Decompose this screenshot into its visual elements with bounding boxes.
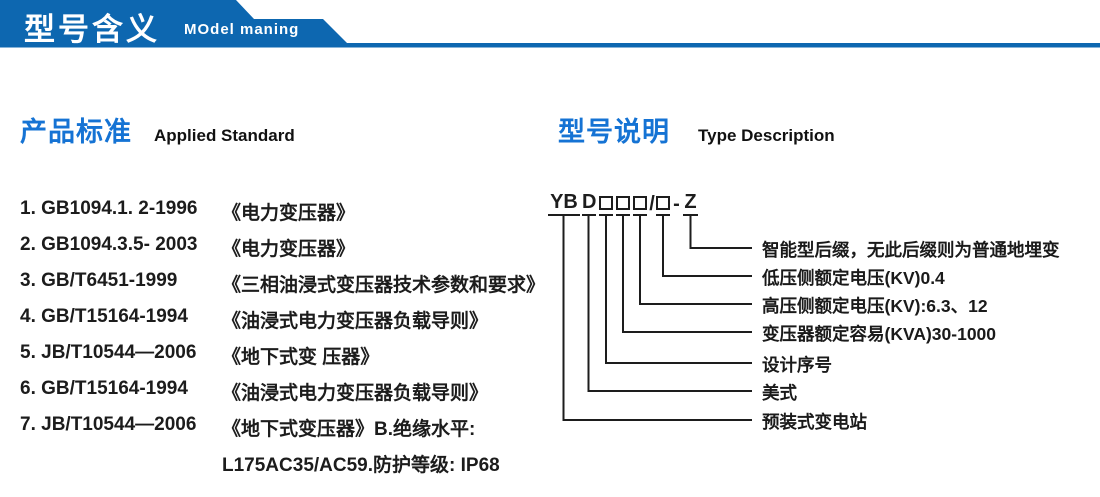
placeholder-box-icon (599, 196, 613, 210)
standard-title-continuation: L175AC35/AC59.防护等级: IP68 (222, 455, 500, 476)
code-dash-text: - (673, 193, 680, 215)
standards-heading-zh: 产品标准 (20, 117, 132, 147)
code-prefix-text: YB (550, 191, 578, 213)
standard-title: 《油浸式电力变压器负载导则》 (222, 311, 489, 332)
code-label-american: 美式 (762, 383, 797, 403)
banner-subtitle: MOdel maning (184, 21, 300, 38)
standard-title: 《电力变压器》 (222, 239, 356, 260)
code-label-lv-voltage: 低压侧额定电压(KV)0.4 (762, 268, 945, 288)
code-slash: / (647, 191, 657, 216)
code-label-hv-voltage: 高压侧额定电压(KV):6.3、12 (762, 296, 988, 316)
code-type-letter: D (582, 191, 596, 216)
standard-ref: 5. JB/T10544—2006 (20, 342, 197, 363)
standard-ref: 3. GB/T6451-1999 (20, 270, 178, 291)
model-heading-en: Type Description (698, 126, 835, 145)
standard-ref: 7. JB/T10544—2006 (20, 414, 197, 435)
standard-title: 《地下式变压器》B.绝缘水平: (222, 419, 476, 440)
code-capacity-box-3 (633, 191, 647, 216)
standard-ref: 2. GB1094.3.5- 2003 (20, 234, 198, 255)
banner-ribbon (0, 0, 1100, 48)
code-label-prefab: 预装式变电站 (762, 412, 867, 432)
model-heading: 型号说明 Type Description (558, 110, 835, 149)
code-label-suffix: 智能型后缀，无此后缀则为普通地埋变 (762, 240, 1060, 260)
standard-ref: 4. GB/T15164-1994 (20, 306, 188, 327)
code-capacity-box-2 (616, 191, 630, 216)
placeholder-box-icon (656, 196, 670, 210)
code-slash-text: / (649, 193, 655, 215)
code-type-text: D (582, 191, 597, 213)
code-suffix-text: Z (684, 191, 697, 213)
standards-heading: 产品标准 Applied Standard (20, 110, 295, 149)
code-label-capacity: 变压器额定容易(KVA)30-1000 (762, 324, 997, 344)
code-label-design-serial: 设计序号 (762, 355, 832, 375)
model-heading-zh: 型号说明 (558, 117, 670, 147)
code-capacity-box-1 (599, 191, 613, 216)
banner-title: 型号含义 (24, 12, 160, 47)
standard-title: 《电力变压器》 (222, 203, 356, 224)
code-dash: - (671, 191, 682, 216)
standard-ref: 1. GB1094.1. 2-1996 (20, 198, 198, 219)
standard-ref: 6. GB/T15164-1994 (20, 378, 188, 399)
placeholder-box-icon (616, 196, 630, 210)
standards-heading-en: Applied Standard (154, 126, 295, 145)
code-prefix: YB (548, 191, 580, 216)
code-suffix: Z (683, 191, 698, 216)
placeholder-box-icon (633, 196, 647, 210)
code-voltage-box (656, 191, 670, 216)
standard-title: 《油浸式电力变压器负载导则》 (222, 383, 489, 404)
standard-title: 《地下式变 压器》 (222, 347, 380, 368)
standard-title: 《三相油浸式变压器技术参数和要求》 (222, 275, 546, 296)
